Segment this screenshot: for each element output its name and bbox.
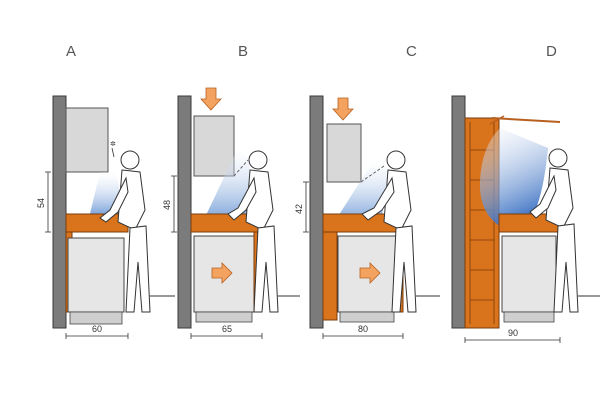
upper-cabinet <box>65 107 109 173</box>
width-label: 90 <box>508 328 518 338</box>
panel-c: C 42 80 <box>294 43 440 339</box>
tall-shelving-unit <box>464 117 500 329</box>
cabinet-front <box>67 237 125 313</box>
person-figure-icon <box>529 148 579 313</box>
panel-letter-d: D <box>546 43 557 60</box>
panel-b: B 48 65 <box>162 43 300 339</box>
height-label: 48 <box>162 200 172 210</box>
plinth <box>339 311 395 323</box>
upper-cabinet <box>193 115 235 177</box>
person-figure-icon <box>227 150 279 313</box>
wall <box>451 95 466 329</box>
panel-d: D 90 <box>451 43 600 343</box>
width-label: 60 <box>92 324 102 334</box>
height-label: 54 <box>36 198 46 208</box>
plinth <box>195 311 253 323</box>
width-label: 65 <box>222 324 232 334</box>
right-arrow-icon <box>211 262 233 284</box>
panel-letter-b: B <box>238 43 248 60</box>
wall <box>177 95 192 329</box>
person-figure-icon: ✲ <box>99 140 151 313</box>
overhead-rail <box>491 117 561 123</box>
plinth <box>503 311 555 323</box>
down-arrow-icon <box>200 87 222 111</box>
right-arrow-icon <box>359 262 381 284</box>
svg-text:✲: ✲ <box>110 140 116 148</box>
width-label: 80 <box>358 324 368 334</box>
person-figure-icon <box>361 150 417 313</box>
cabinet-front <box>501 235 557 313</box>
panel-letter-c: C <box>406 43 417 60</box>
height-label: 42 <box>294 204 304 214</box>
down-arrow-icon <box>332 97 354 121</box>
panel-letter-a: A <box>66 43 76 60</box>
upper-cabinet <box>326 123 362 183</box>
wall <box>52 95 67 329</box>
wall <box>309 95 324 329</box>
plinth <box>69 311 123 325</box>
panel-a: A ✲ 54 60 <box>36 43 175 339</box>
light-cone <box>479 128 548 232</box>
cabinet-side <box>322 231 338 321</box>
